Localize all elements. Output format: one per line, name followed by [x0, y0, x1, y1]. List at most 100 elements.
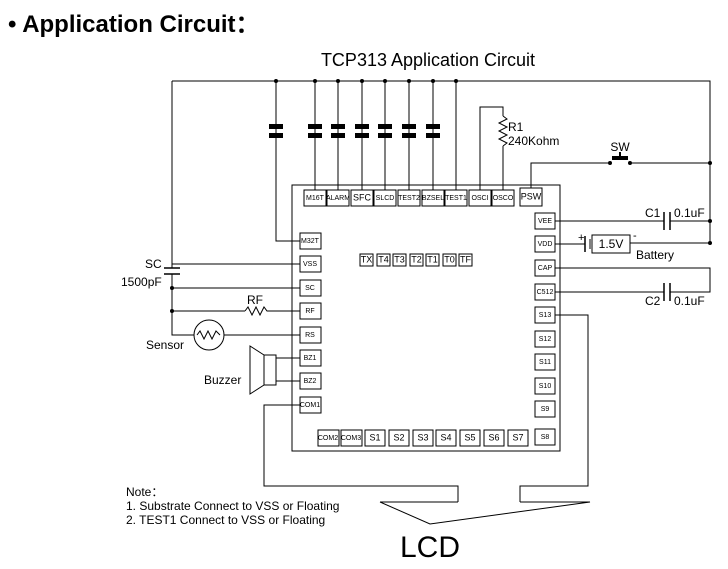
pin-s13: S13: [534, 306, 556, 324]
c2-name: C2: [645, 294, 661, 308]
pin-s2: S2: [388, 429, 410, 447]
pin-label: S7: [512, 432, 523, 442]
pin-label: ALARM: [326, 195, 350, 202]
note-line-1: 1. Substrate Connect to VSS or Floating: [126, 499, 339, 513]
r1-name: R1: [508, 120, 524, 134]
pin-label: TEST1: [445, 195, 467, 202]
pin-label: SLCD: [376, 195, 395, 202]
com1-bus-wire: [263, 404, 459, 502]
c1-name: C1: [645, 206, 661, 220]
sc-cap-value: 1500pF: [121, 275, 162, 289]
pin-label: COM3: [341, 435, 361, 442]
c1-capacitor-icon: [663, 212, 671, 230]
pin-label: S6: [488, 432, 499, 442]
c2-capacitor-icon: [663, 283, 671, 301]
pin-label: OSCI: [471, 195, 488, 202]
sensor-icon: [193, 319, 225, 351]
pin-s5: S5: [459, 429, 481, 447]
rf-resistor-icon: [244, 305, 270, 317]
lcd-arrow-right: [379, 501, 591, 525]
pin-label: COM1: [300, 402, 320, 409]
pad-t0: T0: [442, 253, 457, 267]
c1-value: 0.1uF: [674, 206, 705, 220]
pin-s7: S7: [507, 429, 529, 447]
pin-label: S4: [440, 432, 451, 442]
section-heading: • Application Circuit：: [8, 4, 260, 39]
sc-capacitor-icon: [164, 267, 180, 275]
pad-t1: T1: [425, 253, 440, 267]
pin-label: M32T: [301, 238, 320, 245]
cap-wire: [555, 267, 711, 293]
pin-label: VEE: [538, 218, 552, 225]
note-line-2: 2. TEST1 Connect to VSS or Floating: [126, 513, 325, 527]
heading-colon: ：: [235, 11, 260, 38]
buzzer-icon: [249, 345, 277, 395]
pin-s3: S3: [412, 429, 434, 447]
pin-label: S5: [464, 432, 475, 442]
pin-s6: S6: [483, 429, 505, 447]
heading-text: Application Circuit: [22, 11, 236, 38]
pin-sfc: SFC: [350, 189, 374, 207]
switch-icon: [608, 152, 632, 165]
pad-label: TF: [460, 254, 471, 264]
pin-vdd: VDD: [534, 235, 556, 253]
capacitor-icon: [426, 124, 440, 138]
pin-osci: OSCI: [468, 189, 492, 207]
pin-vss: VSS: [299, 255, 322, 273]
rf-label: RF: [247, 293, 263, 307]
capacitor-icon: [378, 124, 392, 138]
capacitor-icon: [355, 124, 369, 138]
sc-label: SC: [145, 257, 162, 271]
pin-s11: S11: [534, 353, 556, 371]
pad-label: T1: [427, 254, 438, 264]
pin-com2: COM2: [317, 429, 340, 447]
pad-t4: T4: [376, 253, 391, 267]
battery-plus: +: [578, 232, 584, 244]
pin-s1: S1: [364, 429, 386, 447]
pin-vee: VEE: [534, 212, 556, 230]
pin-label: RS: [305, 332, 315, 339]
pin-label: S11: [539, 359, 551, 366]
heading-bullet: •: [8, 11, 17, 38]
sc-wire: [171, 274, 194, 336]
lcd-label: LCD: [400, 531, 460, 564]
capacitor-icon: [331, 124, 345, 138]
pin-label: S9: [541, 406, 550, 413]
pin-slcd: SLCD: [373, 189, 397, 207]
pin-com1: COM1: [299, 396, 322, 414]
pin-osco: OSCO: [491, 189, 515, 207]
pin-s9: S9: [534, 400, 556, 418]
note-title: Note：: [126, 485, 163, 499]
pad-t2: T2: [409, 253, 424, 267]
pin-test1: TEST1: [444, 189, 468, 207]
r1-value: 240Kohm: [508, 134, 559, 148]
pin-label: M16T: [306, 195, 325, 202]
pin-m16t: M16T: [303, 189, 327, 207]
pin-label: BZ2: [304, 378, 317, 385]
pin-label: C512: [537, 289, 554, 296]
pin-label: BZ1: [304, 355, 317, 362]
s13-bus-wire: [519, 314, 589, 502]
pad-label: T4: [378, 254, 389, 264]
pin-label: OSCO: [493, 195, 514, 202]
pin-label: TEST2: [398, 195, 420, 202]
pin-label: VDD: [538, 241, 553, 248]
capacitor-icon: [308, 124, 322, 138]
junction-dots: [170, 79, 712, 313]
pin-test2: TEST2: [397, 189, 421, 207]
battery-icon: [584, 234, 631, 254]
pin-label: S12: [539, 336, 552, 343]
pin-rf: RF: [299, 302, 322, 320]
pin-label: COM2: [318, 435, 338, 442]
pin-label: SFC: [353, 192, 372, 202]
pin-com3: COM3: [340, 429, 363, 447]
pin-bz2: BZ2: [299, 372, 322, 390]
r1-resistor-icon: [497, 115, 509, 147]
pad-label: T2: [411, 254, 422, 264]
pad-tx: TX: [359, 253, 374, 267]
pad-label: TX: [361, 254, 373, 264]
psw-wire: [530, 162, 608, 188]
battery-minus: -: [633, 230, 637, 242]
pad-t3: T3: [392, 253, 407, 267]
